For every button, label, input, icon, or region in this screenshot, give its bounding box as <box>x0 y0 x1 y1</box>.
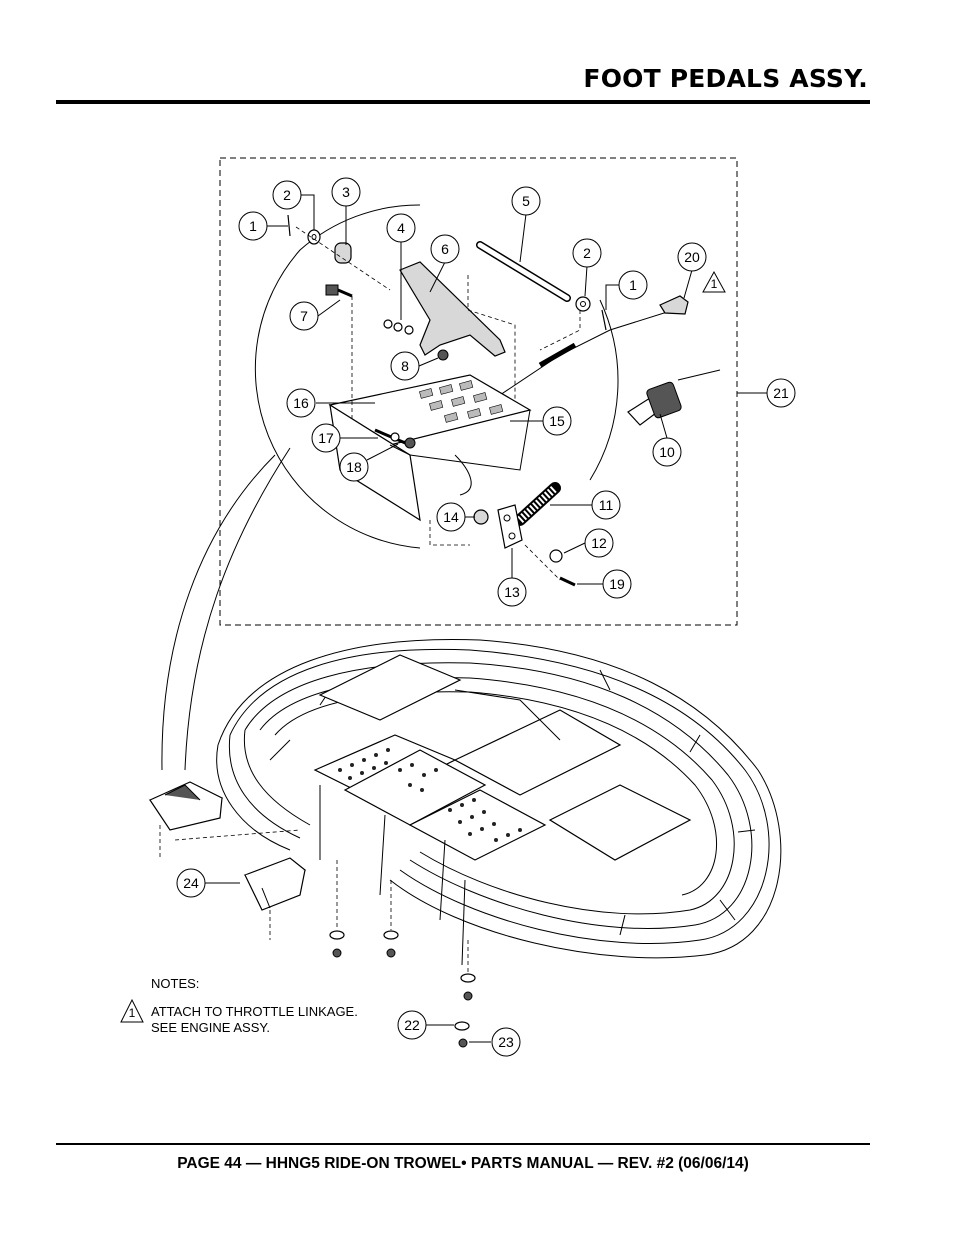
callout: 16 <box>286 388 316 418</box>
note-item: ATTACH TO THROTTLE LINKAGE. SEE ENGINE A… <box>151 1004 358 1036</box>
callout: 19 <box>602 569 632 599</box>
callout: 14 <box>436 502 466 532</box>
svg-text:1: 1 <box>249 218 257 234</box>
svg-text:7: 7 <box>300 308 308 324</box>
callout: 2 <box>572 238 602 268</box>
svg-text:20: 20 <box>684 249 700 265</box>
callout: 8 <box>390 351 420 381</box>
svg-text:10: 10 <box>659 444 675 460</box>
page-title: FOOT PEDALS ASSY. <box>583 64 868 93</box>
callout: 10 <box>652 437 682 467</box>
callout: 1 <box>618 270 648 300</box>
svg-text:11: 11 <box>599 497 614 513</box>
footer-rule <box>56 1143 870 1145</box>
callout: 15 <box>542 406 572 436</box>
callout: 18 <box>339 452 369 482</box>
notes-heading: NOTES: <box>151 976 200 991</box>
note-flag-icon <box>702 270 726 293</box>
svg-text:13: 13 <box>504 584 520 600</box>
callout: 24 <box>176 868 206 898</box>
pedal-arm-part <box>399 261 506 357</box>
callout: 1 <box>238 211 268 241</box>
svg-text:18: 18 <box>346 459 362 475</box>
svg-text:19: 19 <box>609 576 625 592</box>
svg-text:3: 3 <box>342 184 350 200</box>
callout: 13 <box>497 577 527 607</box>
svg-text:17: 17 <box>318 430 334 446</box>
svg-text:16: 16 <box>293 395 309 411</box>
callout: 21 <box>766 378 796 408</box>
leader-curve <box>161 454 276 771</box>
pedal-assembly-small <box>148 781 224 831</box>
magnifier-outline <box>254 204 421 549</box>
callout: 5 <box>511 186 541 216</box>
callout: 20 <box>677 242 707 272</box>
callout: 17 <box>311 423 341 453</box>
svg-text:12: 12 <box>591 535 607 551</box>
svg-text:21: 21 <box>773 385 789 401</box>
part-20-flag-number: 1 <box>711 277 718 291</box>
note-flag-number: 1 <box>129 1006 136 1020</box>
svg-text:5: 5 <box>522 193 530 209</box>
svg-text:4: 4 <box>397 220 405 236</box>
svg-text:2: 2 <box>583 245 591 261</box>
svg-text:24: 24 <box>183 875 199 891</box>
note-line: SEE ENGINE ASSY. <box>151 1020 270 1035</box>
header-rule <box>56 100 870 104</box>
page-footer: PAGE 44 — HHNG5 RIDE-ON TROWEL• PARTS MA… <box>177 1155 749 1172</box>
pedal-part-24 <box>243 857 307 911</box>
callout: 7 <box>289 301 319 331</box>
callout: 3 <box>331 177 361 207</box>
svg-text:22: 22 <box>404 1017 420 1033</box>
trowel-frame-drawing <box>216 638 782 1048</box>
washer-part <box>307 229 321 245</box>
note-line: ATTACH TO THROTTLE LINKAGE. <box>151 1004 358 1019</box>
callout: 4 <box>386 213 416 243</box>
svg-text:8: 8 <box>401 358 409 374</box>
callout: 2 <box>272 180 302 210</box>
svg-text:15: 15 <box>549 413 565 429</box>
callout: 6 <box>430 234 460 264</box>
svg-text:14: 14 <box>443 509 459 525</box>
svg-text:1: 1 <box>629 277 637 293</box>
svg-text:6: 6 <box>441 241 449 257</box>
detail-box <box>219 157 738 626</box>
svg-text:23: 23 <box>498 1034 514 1050</box>
bushing-part <box>334 242 352 264</box>
callout: 23 <box>491 1027 521 1057</box>
callout: 11 <box>591 490 621 520</box>
callout: 12 <box>584 528 614 558</box>
callout: 22 <box>397 1010 427 1040</box>
note-flag-icon <box>120 998 144 1023</box>
svg-text:2: 2 <box>283 187 291 203</box>
